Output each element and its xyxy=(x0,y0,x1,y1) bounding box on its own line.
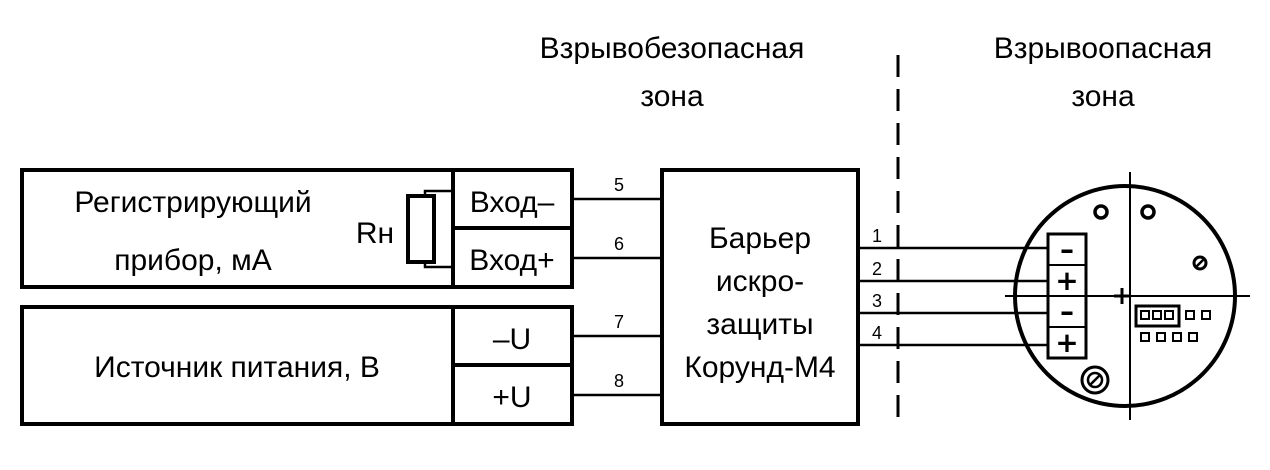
mounting-hole-icon xyxy=(1093,204,1109,220)
barrier-block: Барьер искро- защиты Корунд-М4 xyxy=(660,168,860,426)
ground-screw-icon xyxy=(1080,365,1110,395)
power-minus-label: –U xyxy=(493,323,531,356)
barrier-label-line2: искро- xyxy=(716,265,804,298)
barrier-label-line4: Корунд-М4 xyxy=(684,351,835,384)
sensor-housing xyxy=(1013,184,1237,408)
wire-4-label: 4 xyxy=(872,323,882,343)
jumper-connector-icon xyxy=(1134,304,1211,342)
power-supply-block: Источник питания, В –U +U xyxy=(20,305,574,426)
wire-6-label: 6 xyxy=(614,234,624,254)
wire-7-label: 7 xyxy=(614,312,624,332)
barrier-frame xyxy=(660,168,860,426)
safe-zone-title-line1: Взрывобезопасная xyxy=(540,32,805,65)
recorder-label-line2: прибор, мА xyxy=(114,244,272,277)
input-plus-label: Вход+ xyxy=(469,244,554,277)
wire-5-label: 5 xyxy=(614,175,624,195)
mounting-hole-icon xyxy=(1140,204,1156,220)
resistor-symbol xyxy=(406,189,453,269)
resistor-label: Rн xyxy=(356,217,394,250)
wire-1-label: 1 xyxy=(872,226,882,246)
terminal-4-sign: + xyxy=(1055,326,1078,359)
hazard-zone-title-line1: Взрывоопасная xyxy=(994,32,1212,65)
recorder-block: Регистрирующий прибор, мА Rн Вход– Вход+ xyxy=(20,168,574,289)
adjustment-screw-icon xyxy=(1192,255,1208,271)
terminal-3-sign: – xyxy=(1060,295,1074,328)
barrier-label-line3: защиты xyxy=(706,308,813,341)
sensor-device: – + – + xyxy=(1005,172,1250,420)
power-supply-label: Источник питания, В xyxy=(94,351,380,384)
wire-3-label: 3 xyxy=(872,291,882,311)
terminal-1-sign: – xyxy=(1060,233,1074,266)
safe-zone-title-line2: зона xyxy=(640,80,704,113)
terminal-2-sign: + xyxy=(1055,264,1078,297)
wire-8-label: 8 xyxy=(614,371,624,391)
hazard-zone-title-line2: зона xyxy=(1071,80,1135,113)
barrier-label-line1: Барьер xyxy=(709,222,811,255)
input-minus-label: Вход– xyxy=(470,186,555,219)
recorder-label-line1: Регистрирующий xyxy=(74,186,311,219)
wire-2-label: 2 xyxy=(872,259,882,279)
power-plus-label: +U xyxy=(492,381,531,414)
